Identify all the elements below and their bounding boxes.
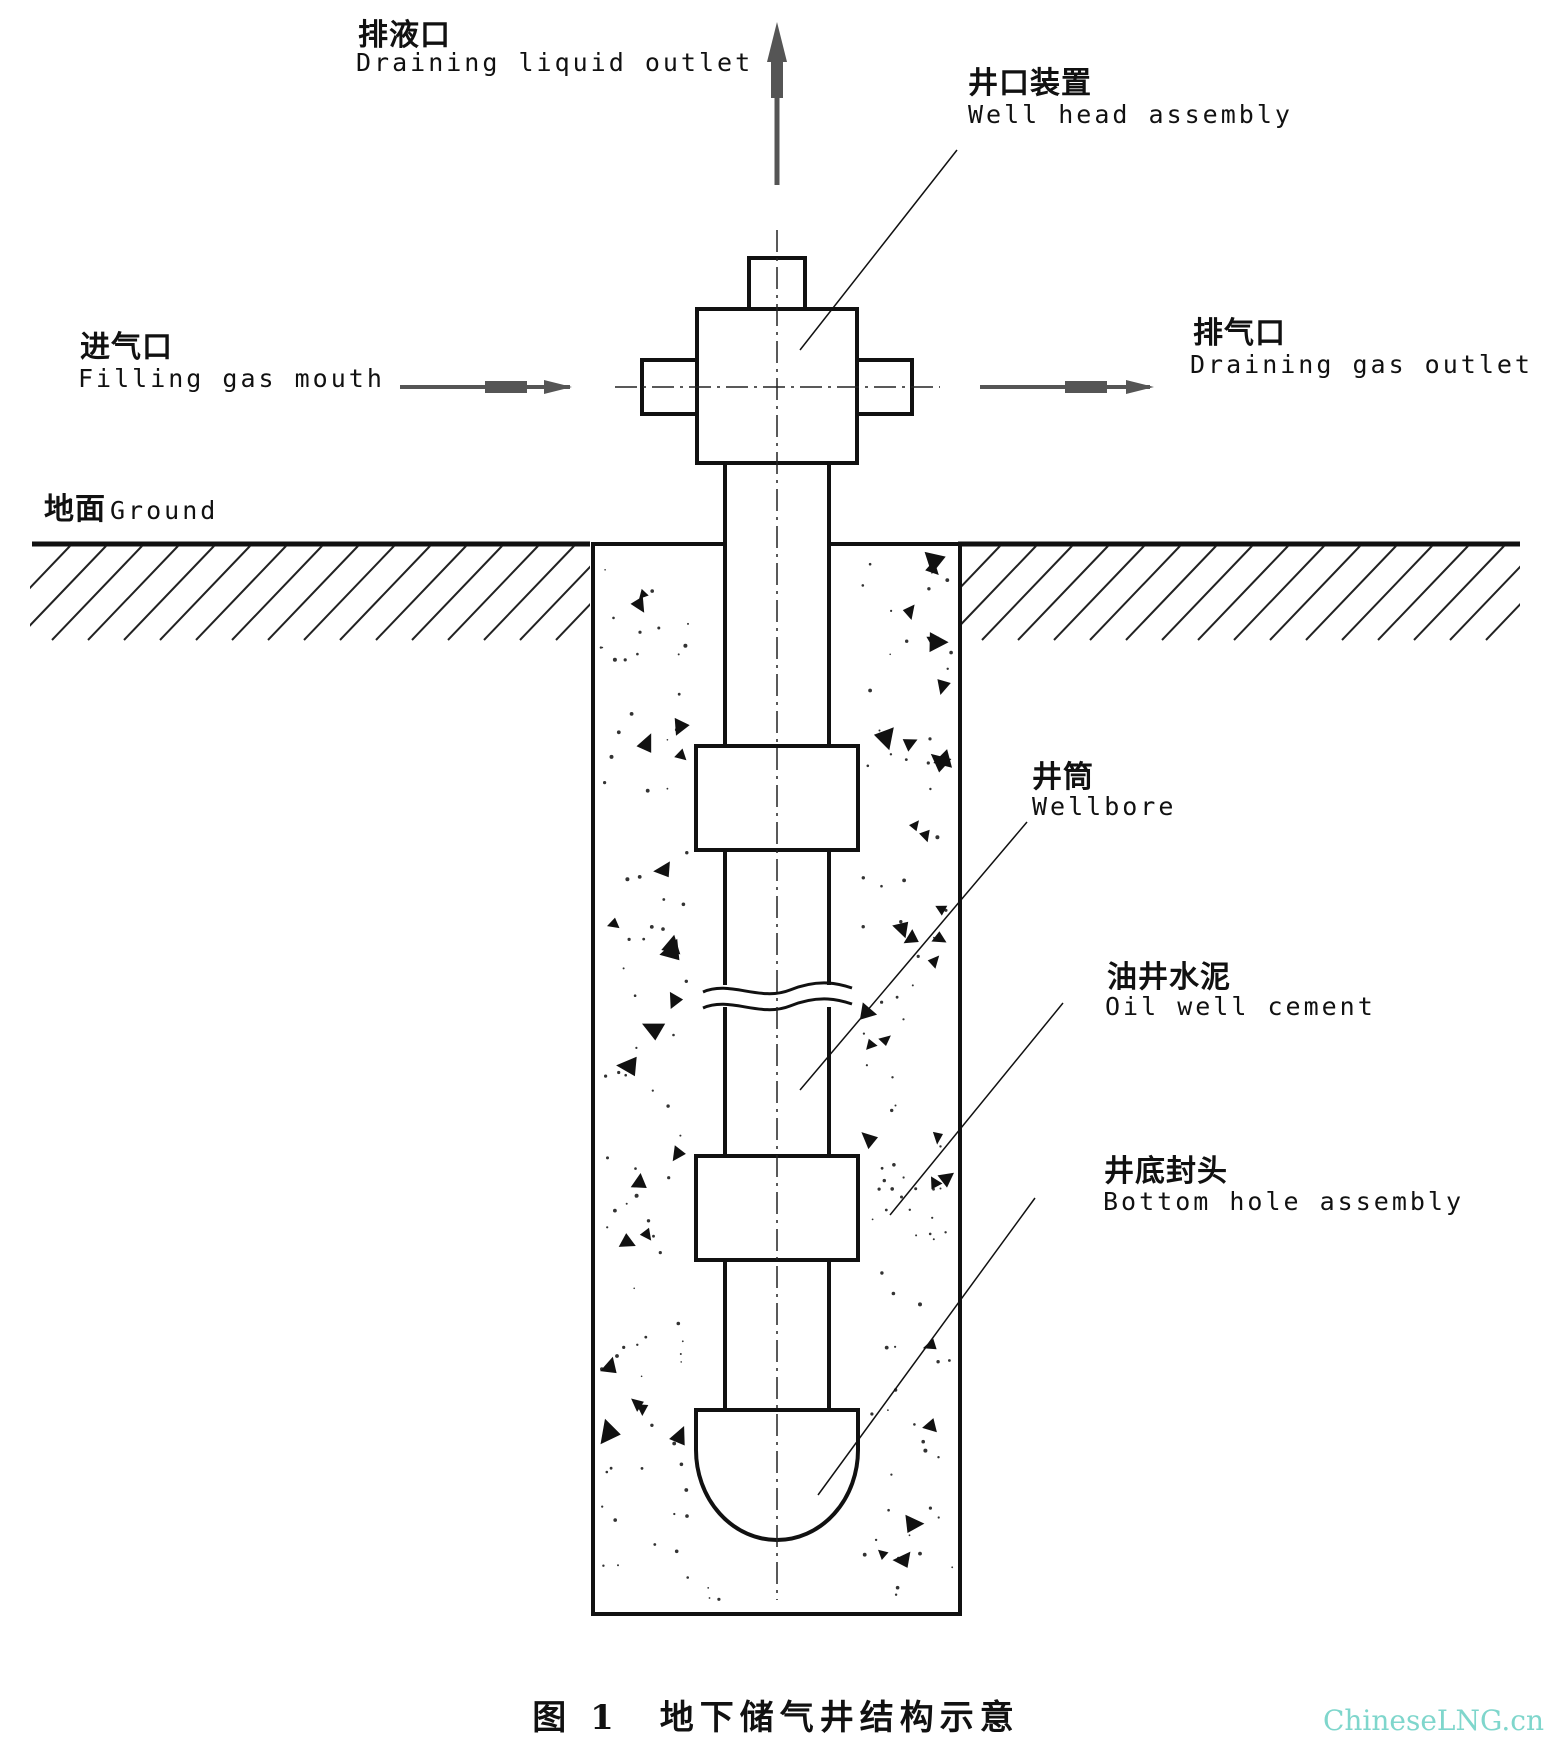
ground-label-cn: 地面 xyxy=(44,492,106,527)
bottom-hole-assembly xyxy=(694,1408,860,1542)
wellbore-label-en: Wellbore xyxy=(1032,792,1177,821)
wellbore-label-cn: 井筒 xyxy=(1032,760,1094,795)
draining-liquid-label-en: Draining liquid outlet xyxy=(356,48,754,77)
ground-label-en: Ground xyxy=(110,496,219,525)
cement-label-cn: 油井水泥 xyxy=(1107,960,1231,995)
filling-gas-label-en: Filling gas mouth xyxy=(78,364,385,393)
wellbore-leader xyxy=(799,821,1028,1091)
draining-liquid-label-cn: 排液口 xyxy=(358,18,451,53)
bottom-hole-label-cn: 井底封头 xyxy=(1104,1154,1228,1189)
figure-caption: 图 1 地下储气井结构示意 xyxy=(532,1698,1020,1738)
filling-gas-label-cn: 进气口 xyxy=(80,330,173,365)
draining-gas-label-cn: 排气口 xyxy=(1193,316,1286,351)
cement-leader xyxy=(889,1002,1064,1216)
wellhead-leader xyxy=(799,149,958,351)
wellhead-label-en: Well head assembly xyxy=(968,100,1293,129)
ground-surface xyxy=(30,541,1520,641)
wellhead-label-cn: 井口装置 xyxy=(968,66,1092,101)
draining-gas-label-en: Draining gas outlet xyxy=(1190,350,1533,379)
ground-label: 地面 Ground xyxy=(44,484,218,528)
watermark: ChineseLNG.cn xyxy=(1322,1704,1544,1737)
bottom-hole-leader xyxy=(817,1197,1036,1496)
draining-liquid-arrow xyxy=(767,22,787,185)
filling-gas-arrow xyxy=(400,380,572,394)
draining-gas-arrow xyxy=(980,380,1154,394)
bottom-hole-label-en: Bottom hole assembly xyxy=(1103,1187,1465,1216)
cement-label-en: Oil well cement xyxy=(1105,992,1376,1021)
